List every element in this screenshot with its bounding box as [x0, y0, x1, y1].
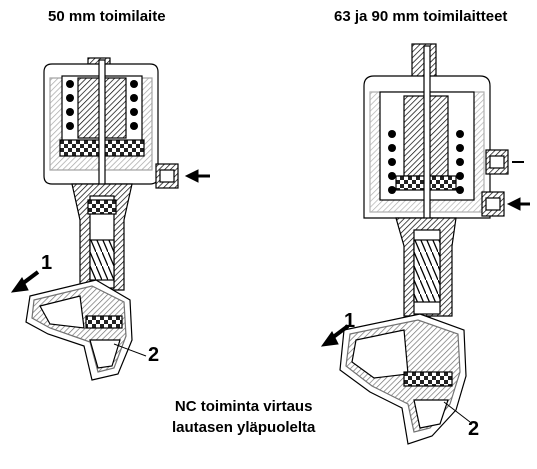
- right-springs: [388, 130, 464, 194]
- left-inlet-label: 1: [41, 252, 53, 274]
- right-inlet-arrow: [320, 324, 350, 347]
- left-outlet-label: 2: [148, 344, 160, 366]
- right-valve-drawing: [339, 43, 509, 445]
- right-air-arrow-lower: [506, 197, 530, 211]
- caption-line-1: NC toiminta virtaus: [174, 398, 313, 415]
- left-valve-disc: [85, 315, 123, 329]
- left-inlet-arrow: [10, 270, 40, 293]
- flow-caption: NC toiminta virtaus lautasen yläpuolelta: [172, 396, 315, 438]
- left-springs: [66, 80, 138, 130]
- caption-line-2: lautasen yläpuolelta: [172, 419, 316, 436]
- right-inlet-label: 1: [344, 310, 356, 332]
- right-title: 63 ja 90 mm toimilaitteet: [334, 8, 508, 25]
- left-valve-drawing: [25, 57, 179, 381]
- right-outlet-label: 2: [468, 418, 480, 440]
- left-title: 50 mm toimilaite: [48, 8, 166, 25]
- right-valve-disc: [403, 371, 453, 387]
- left-air-arrow: [184, 169, 210, 183]
